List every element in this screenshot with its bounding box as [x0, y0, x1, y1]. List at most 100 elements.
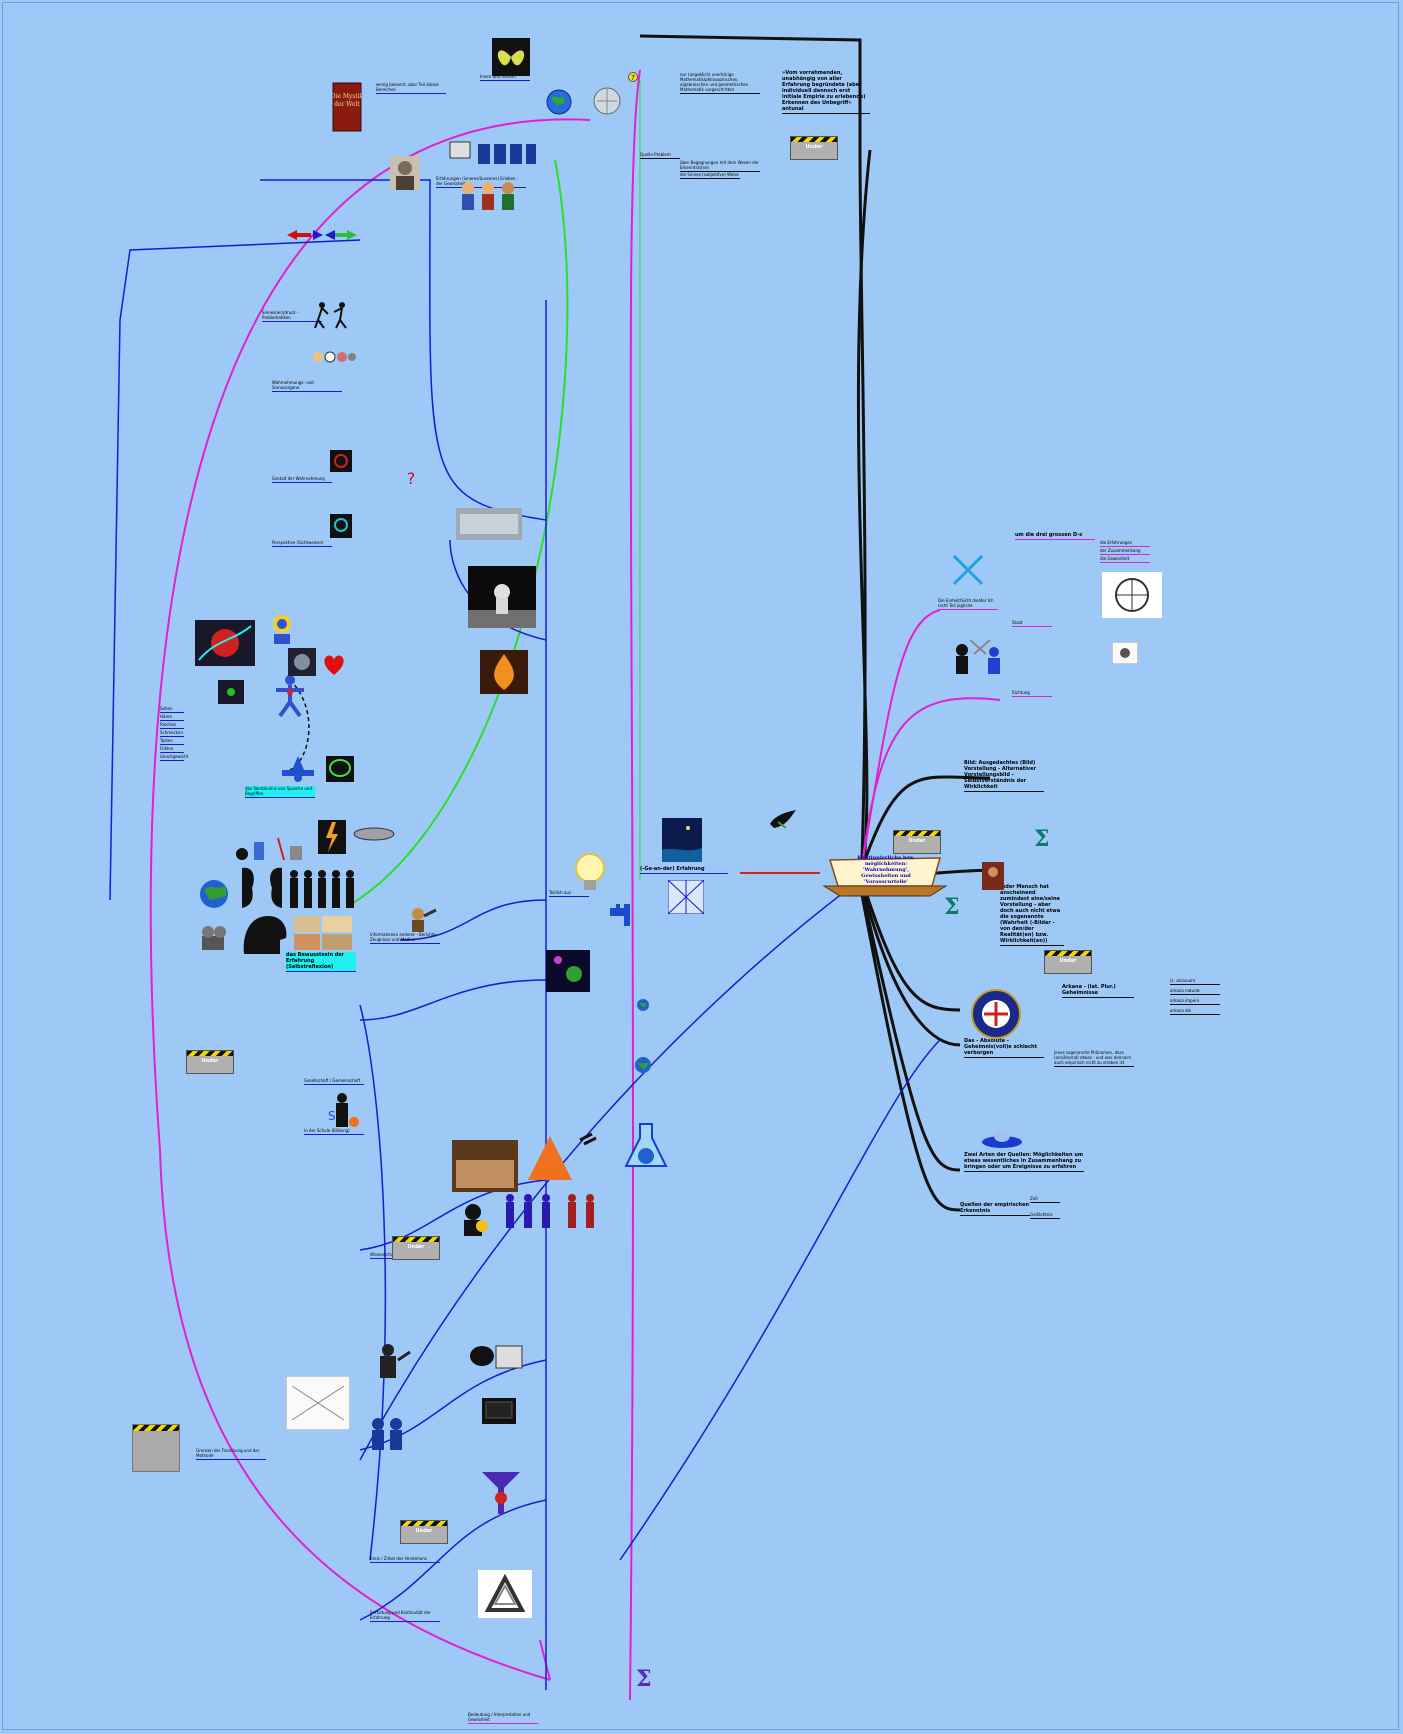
sigma-icon-2: Σ [944, 894, 960, 920]
svg-text:S: S [328, 1109, 336, 1123]
richtung-node[interactable]: Richtung [1012, 690, 1052, 697]
photo-small-icon [1112, 642, 1138, 664]
impossible-triangle-icon [478, 1570, 532, 1618]
protest-icon [506, 1194, 594, 1228]
books-icon [294, 916, 352, 950]
scientist-icon [380, 1344, 411, 1378]
hug-icon [282, 756, 314, 782]
svg-text:Die Mystik: Die Mystik [332, 93, 362, 100]
drei-d-node[interactable]: um die drei grossen D-s [1015, 532, 1095, 540]
teil-node[interactable]: Teil/Ich aus [549, 890, 589, 897]
astronomer-icon [412, 908, 437, 932]
bedeutung-node[interactable]: Bedeutung / Interpretation und Gewisshei… [468, 1712, 538, 1724]
portrait-icon [390, 156, 420, 190]
vom-erkennen-node[interactable]: »Vom vorrahmenden, unabhängig von aller … [782, 70, 870, 114]
schule-node[interactable]: in der Schule (Bildung) [304, 1128, 364, 1135]
book-icon: Die Mystik der Welt [332, 82, 362, 132]
svg-text:?: ? [407, 469, 416, 488]
drei-d-item-2[interactable]: der Zusammenhang [1100, 548, 1150, 555]
mystik-node[interactable]: wenig bekannt, aber Teil dieses Bereiche… [376, 82, 446, 94]
farbe-item-4[interactable]: Schmecken [160, 730, 184, 737]
gestalt-node[interactable]: Gestalt der Wahrnehmung [272, 476, 332, 483]
jeder-mensch-node[interactable]: Jeder Mensch hat anscheinend zumindest e… [1000, 884, 1064, 946]
kreis-node[interactable]: Kreis / Zirkel des Verstehens [370, 1556, 440, 1563]
sigma-icon-1: Σ [1034, 826, 1050, 852]
couple-icon [372, 1418, 402, 1450]
svg-text:der Welt: der Welt [334, 101, 360, 108]
duel-icon [956, 639, 1000, 674]
verstehen-node[interactable]: das Verständnis von Sprache und Begriffe… [245, 786, 315, 798]
question-icon: ? [407, 469, 416, 488]
farbe-item-5[interactable]: Tasten [160, 738, 184, 745]
farbe-item-1[interactable]: Sehen [160, 706, 184, 713]
drei-d-item-1[interactable]: die Erfahrungen [1100, 540, 1150, 547]
bild-node[interactable]: Bild: Ausgedachtes (Bild) Vorstellung - … [964, 760, 1044, 792]
drei-d-item-3[interactable]: die Gewissheit [1100, 556, 1150, 563]
crowd-photo-icon [452, 1140, 518, 1192]
forschung-node[interactable]: Grenzen der Forschung und der Methode [196, 1448, 266, 1460]
fire-icon [480, 650, 528, 694]
erlebnis-node[interactable]: Erfahrungen (inneres/äusseres) Erleben -… [436, 176, 526, 188]
farbe-item-6[interactable]: Fühlen [160, 746, 184, 753]
central-topic[interactable]: Kontinuierliche bzw. möglichkeiten: 'Wah… [820, 852, 950, 898]
einheit-node[interactable]: Die Einheit/Sicht die/der Ich nicht Teil… [938, 598, 998, 610]
arkana-item-1[interactable]: (s. arcanum) [1170, 978, 1220, 985]
arrows-icon [287, 230, 357, 240]
net-icon [668, 880, 704, 914]
globe-icon [593, 87, 621, 115]
innen-aussen-node[interactable]: Innen und Aussen [480, 74, 530, 81]
arkana-item-2[interactable]: arkana naturæ [1170, 988, 1220, 995]
schmerz-node[interactable]: Sinnes(ein)druck - Problematiken [262, 310, 322, 322]
zeppelin-icon [353, 827, 395, 841]
entfaltung-node[interactable]: Entfaltung und Kontinuität der Erfahrung [370, 1610, 440, 1622]
quellen-item-1[interactable]: Zeit [1030, 1196, 1060, 1203]
bulb-icon [575, 853, 605, 890]
butterfly-icon [492, 38, 530, 76]
perspektive-node[interactable]: Perspektive (Sichtweisen) [272, 540, 332, 547]
arkana-item-3[interactable]: arkana imperii [1170, 998, 1220, 1005]
under-badge-right-2: Under [1044, 950, 1092, 974]
question-icon: ? [628, 72, 638, 82]
faces-icon [242, 867, 282, 908]
quellen-item-2[interactable]: Gedächtnis [1030, 1212, 1060, 1219]
photo-icon [456, 508, 522, 540]
farbe-item-3[interactable]: Riechen [160, 722, 184, 729]
brain-icon [195, 620, 255, 666]
geheimnis-node[interactable]: Das - Absolute - Geheimnis(voll)e schlec… [964, 1038, 1044, 1058]
sinnliche-node[interactable]: die Sinnes-(subjektive) Weise [680, 172, 740, 179]
arkana-node[interactable]: Arkana - (lat. Plur.) Geheimnisse [1062, 984, 1134, 998]
gesellschaft-node[interactable]: Gesellschaft / Gemeinschaft [304, 1078, 364, 1085]
bewusstsein-node[interactable]: das Bewusstsein der Erfahrung (Selbstref… [286, 952, 356, 972]
wahrnehmung-node[interactable]: Wahrnehmungs- und Sinnesorgane [272, 380, 342, 392]
crowd-icon [290, 870, 354, 908]
mind-icon [243, 916, 287, 954]
ufo-icon [982, 1130, 1022, 1148]
quelle-node[interactable]: Zwei Arten der Quellen: Möglichkeiten um… [964, 1152, 1084, 1172]
under-badge-left-1: Under [186, 1050, 234, 1074]
arkana-item-4[interactable]: arkana dei [1170, 1008, 1220, 1015]
begegnung-node[interactable]: über Begegnungen mit dem Wesen der Erken… [680, 160, 760, 172]
quellen-empirie-node[interactable]: Quellen der empirischen Erkenntnis [960, 1202, 1030, 1216]
earth-icon [200, 880, 228, 908]
staat-node[interactable]: Staat [1012, 620, 1052, 627]
globe-icon [546, 89, 572, 115]
quelle-problem-node[interactable]: Quelle-Problem [640, 152, 680, 159]
tap-icon [610, 904, 630, 926]
placeholder-box [132, 1424, 180, 1472]
erfahrung-node[interactable]: (-Ge-an-der) Erfahrung [640, 866, 728, 874]
under-badge-right: Under [893, 830, 941, 854]
erfahrung-ausgang-node[interactable]: nur (angeblich) unerhörige Mathematik/ph… [680, 72, 760, 94]
farbe-item-7[interactable]: Gleichgewicht [160, 754, 189, 761]
under-badge-top: Under [790, 136, 838, 160]
screen-icon [482, 1398, 516, 1424]
person-icon [273, 615, 291, 644]
globe-small-icon [635, 1057, 651, 1073]
dancers-icon [314, 302, 347, 329]
jenseits-node[interactable]: jenes sogenannte Phänomen, dass (annäher… [1054, 1050, 1134, 1067]
informationen-node[interactable]: Informationen anderer - Berichte, Zeugni… [370, 932, 440, 944]
dove-icon [770, 810, 796, 829]
under-badge-left-2: Under [392, 1236, 440, 1260]
un-logo-icon [1102, 572, 1162, 618]
farbe-item-2[interactable]: Hören [160, 714, 184, 721]
